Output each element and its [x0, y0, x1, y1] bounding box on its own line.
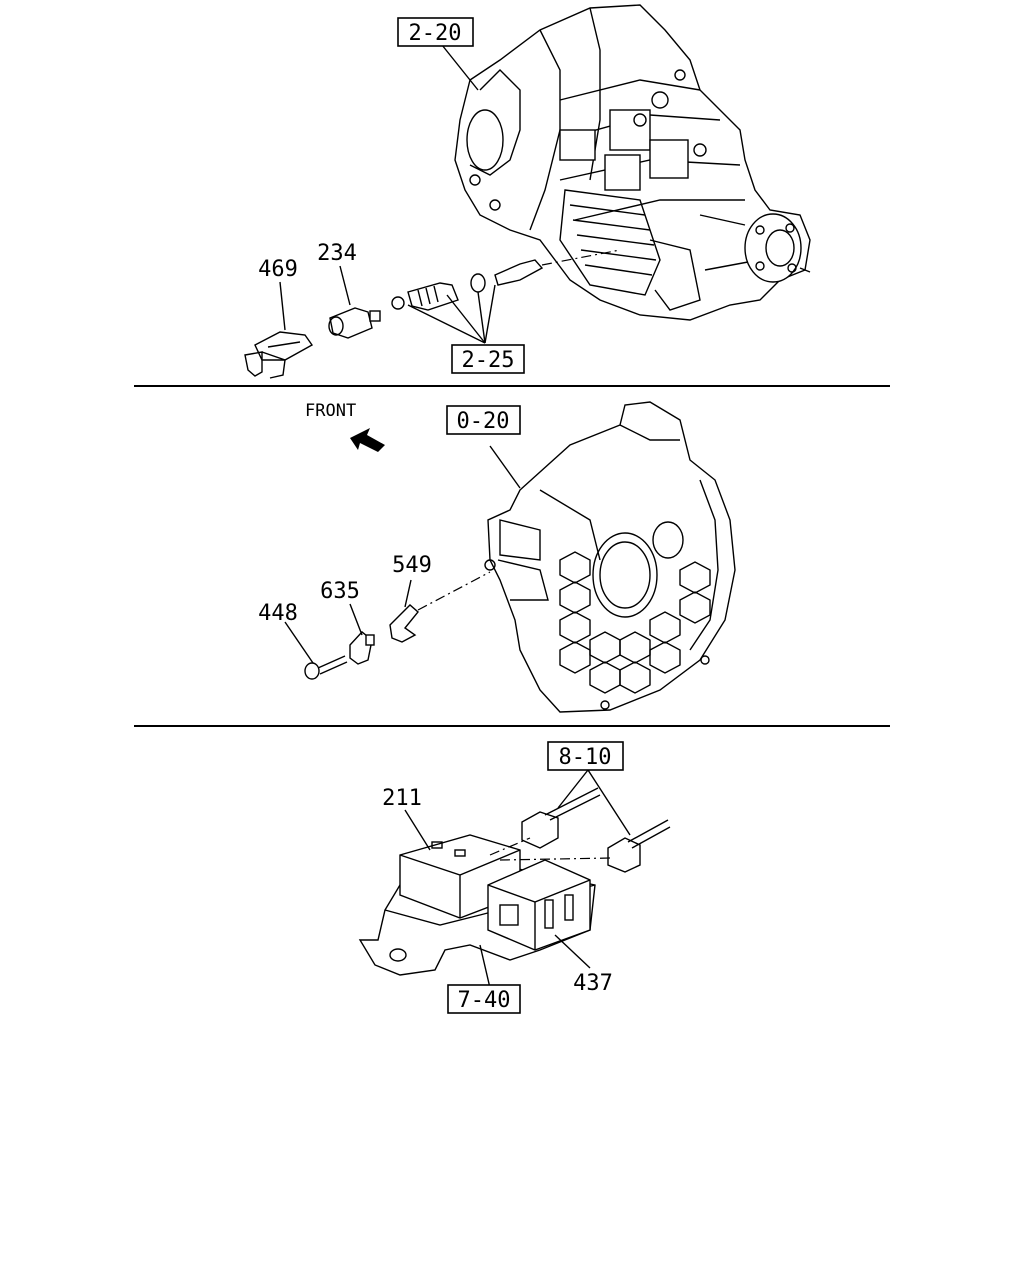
part-448: 448 [258, 601, 298, 626]
honeycomb-pattern [559, 551, 711, 694]
front-arrow-icon [350, 428, 385, 452]
clip-469-illustration [244, 331, 314, 379]
part-469: 469 [258, 257, 298, 282]
part-437: 437 [573, 971, 613, 996]
part-211: 211 [382, 786, 422, 811]
ref-box-2-25 [451, 344, 525, 374]
harness-8-10-illustration [521, 787, 671, 873]
ref-box-2-20 [397, 17, 474, 47]
bolt-448-illustration [304, 655, 348, 680]
relay-437-illustration [487, 859, 591, 951]
sensor-635-illustration [349, 631, 375, 665]
transmission-illustration [454, 4, 811, 321]
ref-2-20: 2-20 [409, 21, 462, 46]
ref-8-10: 8-10 [559, 745, 612, 770]
front-label: FRONT [305, 401, 356, 421]
bracket-549-illustration [389, 604, 419, 643]
sensor-assembly-illustration [391, 249, 621, 311]
ref-2-25: 2-25 [462, 348, 515, 373]
switch-234-illustration [328, 307, 381, 339]
ref-box-8-10 [547, 741, 624, 771]
clutch-housing-illustration [484, 401, 736, 713]
part-234: 234 [317, 241, 357, 266]
ref-7-40: 7-40 [458, 988, 511, 1013]
part-549: 549 [392, 553, 432, 578]
ref-box-0-20 [446, 405, 521, 435]
ref-0-20: 0-20 [457, 409, 510, 434]
ref-box-7-40 [447, 984, 521, 1014]
part-635: 635 [320, 579, 360, 604]
